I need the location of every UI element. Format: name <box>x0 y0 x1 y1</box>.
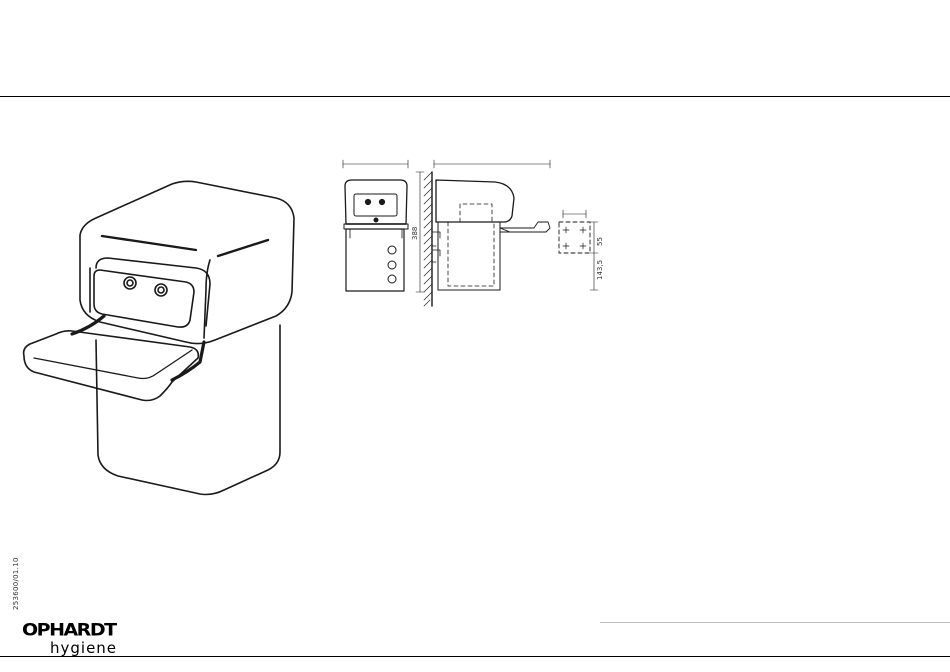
document-code: 253600/01.10 <box>12 557 20 610</box>
dimension-height-label: 388 <box>411 227 419 240</box>
dimension-offset-label: 143,5 <box>596 260 604 280</box>
mounting-plate-view <box>559 210 598 290</box>
brand-name: OPHARDT <box>22 620 116 640</box>
dimension-plate-label: 55 <box>596 237 604 246</box>
perspective-view <box>24 181 294 494</box>
front-view <box>343 160 408 291</box>
side-view <box>424 160 550 306</box>
brand-tagline: hygiene <box>50 639 117 657</box>
